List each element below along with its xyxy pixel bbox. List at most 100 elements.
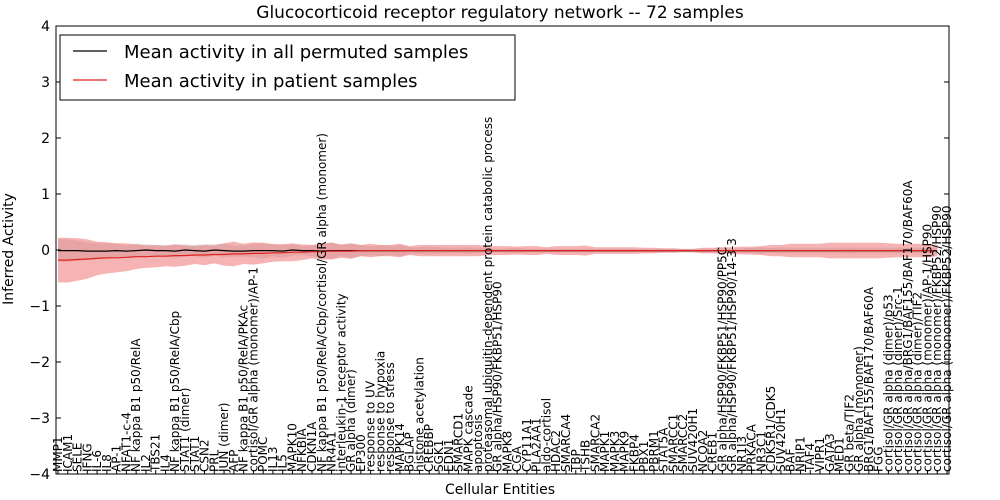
y-tick-label: −3 bbox=[29, 411, 50, 427]
x-tick-label: NF kappa B1 p50/RelA/PKAc bbox=[237, 305, 251, 472]
x-tick-label: aldo-cortisol bbox=[540, 398, 554, 472]
x-tick-label: cortisol/GR alpha (dimer)/TIF2 bbox=[911, 292, 925, 472]
x-tick-label: NFKBIA bbox=[295, 427, 309, 472]
x-tick-label: MAPK cascade bbox=[461, 385, 475, 472]
x-tick-label: NF kappa B1 p50/RelA bbox=[129, 338, 143, 472]
x-tick-label: HDAC2 bbox=[549, 430, 563, 472]
x-tick-label: apoptosis bbox=[471, 414, 485, 472]
x-tick-label: histone acetylation bbox=[413, 357, 427, 472]
y-tick-label: −2 bbox=[29, 355, 50, 371]
y-axis-label: Inferred Activity bbox=[1, 193, 17, 305]
x-tick-label: EP300 bbox=[354, 434, 368, 472]
x-tick-label: POMC bbox=[256, 437, 270, 472]
x-tick-label: IL13 bbox=[266, 447, 280, 473]
plot-area: −4−3−2−101234MMP1ICAM1SELEIFNGIL-6IL8AP-… bbox=[29, 19, 954, 483]
x-tick-label: STAT1 bbox=[188, 436, 202, 472]
y-tick-label: 4 bbox=[41, 19, 50, 35]
x-tick-label: VIPR1 bbox=[813, 437, 827, 472]
x-tick-label: STAT5A bbox=[657, 427, 671, 472]
x-tick-label: NCOA2 bbox=[696, 430, 710, 472]
x-tick-label: GR alpha/HSP90/FKBP51/HSP90 bbox=[491, 281, 505, 472]
x-tick-label: CREB1 bbox=[706, 432, 720, 472]
x-tick-label: BAF bbox=[784, 449, 798, 472]
x-tick-label: MAPK14 bbox=[393, 423, 407, 472]
x-tick-label: FGG bbox=[872, 447, 886, 473]
x-tick-label: TAF4 bbox=[803, 443, 817, 473]
x-tick-label: cortisol/GR alpha (dimer)/p53 bbox=[881, 294, 895, 472]
x-tick-label: BRG1/BAF155/BAF170/BAF60A bbox=[862, 286, 876, 472]
x-tick-label: GR alpha (dimer) bbox=[344, 369, 358, 472]
x-tick-label: MAPK3 bbox=[608, 431, 622, 472]
x-tick-label: NRIP1 bbox=[794, 436, 808, 472]
x-tick-label: NF kappa B1 p50/RelA/Cbp/cortisol/GR alp… bbox=[315, 133, 329, 472]
legend: Mean activity in all permuted samples Me… bbox=[59, 34, 516, 101]
chart-title: Glucocorticoid receptor regulatory netwo… bbox=[256, 3, 744, 23]
x-tick-label: GATA3 bbox=[823, 433, 837, 472]
x-tick-label: SMARCC2 bbox=[676, 414, 690, 472]
x-tick-label: interleukin-1 receptor activity bbox=[334, 293, 348, 472]
x-tick-label: CREBBP bbox=[422, 424, 436, 472]
x-tick-label: response to UV bbox=[364, 380, 378, 472]
x-tick-label: SMARCA2 bbox=[588, 414, 602, 472]
x-tick-label: cortisol/GR alpha (monomer)/AP-1 bbox=[246, 267, 260, 472]
x-axis-label: Cellular Entities bbox=[445, 482, 555, 498]
x-tick-label: NF kappa B1 p50/RelA/Cbp bbox=[168, 311, 182, 472]
x-tick-label: PRKACA bbox=[745, 423, 759, 472]
x-tick-label: GR alpha/HSP90/FKBP51/HSP90/14-3-3 bbox=[725, 238, 739, 472]
x-tick-label: cortisol/GR alpha (monomer)/AP-1/HSP90 bbox=[921, 224, 935, 472]
x-tick-label: CYP11A1 bbox=[520, 418, 534, 472]
x-tick-label: CDK5R1/CDK5 bbox=[764, 386, 778, 472]
x-tick-label: SUV420H1 bbox=[774, 408, 788, 472]
x-tick-label: SMARCC1 bbox=[667, 414, 681, 472]
x-tick-label: MAPK8 bbox=[500, 431, 514, 472]
x-tick-label: GR alpha (monomer) bbox=[852, 346, 866, 472]
x-tick-label: cortisol/GR alpha (monomer)/FKBP52/HSP90 bbox=[940, 205, 954, 472]
x-tick-label: response to hypoxia bbox=[373, 351, 387, 472]
x-tick-label: NR3C1 bbox=[754, 431, 768, 472]
x-tick-label: CSN2 bbox=[198, 439, 212, 472]
x-tick-label: IL-6 bbox=[90, 450, 104, 472]
legend-label-permuted: Mean activity in all permuted samples bbox=[124, 42, 468, 63]
y-tick-label: −4 bbox=[29, 467, 50, 483]
x-tick-label: CDKN1A bbox=[305, 421, 319, 472]
x-tick-label: IL5 bbox=[276, 454, 290, 472]
x-tick-label: TBS21 bbox=[149, 434, 163, 473]
x-tick-label: NR1I3 bbox=[735, 436, 749, 472]
x-tick-label: STAT1 (dimer) bbox=[178, 388, 192, 472]
x-tick-label: PBX1 bbox=[637, 441, 651, 472]
series-line-1 bbox=[58, 250, 938, 261]
x-tick-label: TBP bbox=[569, 449, 583, 473]
x-tick-label: cortisol/GR alpha (monomer)/FKBP52/HSP90 bbox=[930, 205, 944, 472]
x-tick-label: IL2 bbox=[139, 454, 153, 472]
x-tick-label: TSHB bbox=[579, 440, 593, 473]
y-tick-label: −1 bbox=[29, 299, 50, 315]
x-tick-label: SUV420H1 bbox=[686, 408, 700, 472]
x-tick-label: AP-1 bbox=[110, 445, 124, 472]
x-tick-label: AFP bbox=[227, 450, 241, 472]
series-band-1 bbox=[58, 237, 938, 283]
x-tick-label: PRL bbox=[207, 449, 221, 472]
legend-box bbox=[59, 34, 516, 101]
x-tick-label: SELE bbox=[71, 443, 85, 472]
legend-label-patient: Mean activity in patient samples bbox=[124, 71, 418, 92]
x-tick-label: SMARCD1 bbox=[452, 413, 466, 472]
x-tick-label: NFAT1-c-4 bbox=[119, 412, 133, 472]
x-tick-label: proteasomal ubiquitin-dependent protein … bbox=[481, 117, 495, 472]
x-tick-label: IL8 bbox=[100, 454, 114, 472]
x-tick-label: MAPK10 bbox=[286, 423, 300, 472]
x-tick-label: JUN (dimer) bbox=[217, 403, 231, 473]
x-tick-label: BGLAP bbox=[403, 432, 417, 472]
y-tick-label: 3 bbox=[41, 75, 50, 91]
x-tick-label: GR beta/TIF2 bbox=[842, 394, 856, 472]
x-tick-label: FKBP4 bbox=[627, 434, 641, 472]
x-tick-label: IFNG bbox=[80, 443, 94, 472]
x-tick-label: NR4A1 bbox=[325, 431, 339, 472]
x-tick-label: IL4 bbox=[159, 454, 173, 472]
x-tick-label: GR alpha/HSP90/FKBP51/HSP90/PP5C bbox=[715, 247, 729, 472]
x-tick-label: PLA2AA1 bbox=[530, 418, 544, 472]
x-tick-label: ICAM1 bbox=[61, 434, 75, 472]
x-tick-label: MAPK9 bbox=[618, 431, 632, 472]
x-tick-label: CGA bbox=[510, 445, 524, 472]
x-tick-label: MMP1 bbox=[51, 436, 65, 472]
